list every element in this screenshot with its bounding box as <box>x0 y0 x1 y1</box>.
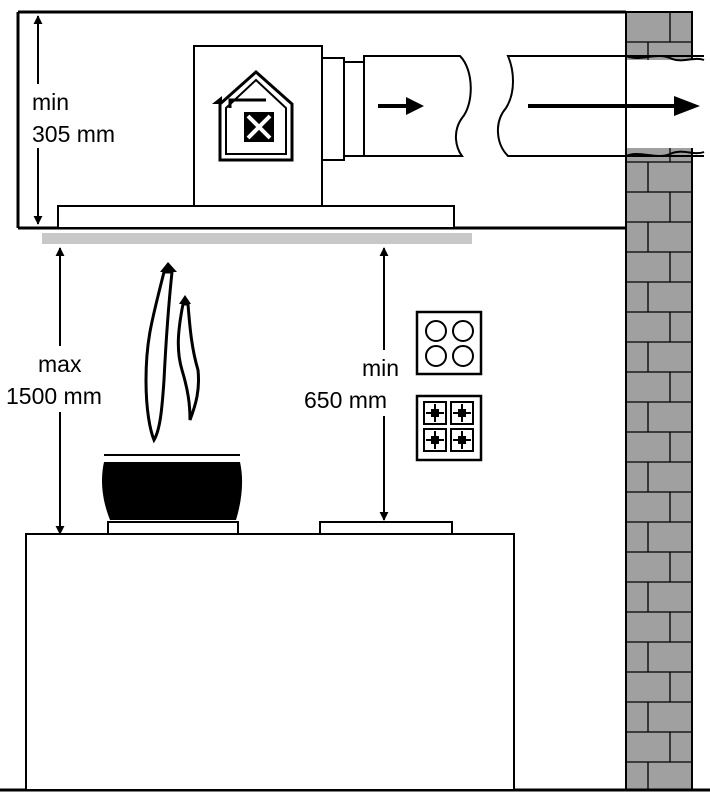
label-max-qualifier: max <box>38 351 82 377</box>
hood-lower-edge <box>42 233 472 244</box>
label-min-qualifier-hob: min <box>362 355 399 381</box>
label-min-qualifier-top: min <box>32 89 69 115</box>
fan-unit <box>57 45 455 229</box>
gas-hob-icon <box>415 394 483 462</box>
cooking-pot-icon <box>102 454 243 520</box>
brick-wall <box>620 11 700 791</box>
label-305mm: 305 mm <box>32 121 115 147</box>
steam-arrows-icon <box>144 262 200 444</box>
dimension-hob-clearance <box>300 247 412 521</box>
dimension-hood-height-max <box>4 247 128 535</box>
label-650mm: 650 mm <box>304 387 387 413</box>
house-with-fan-icon <box>212 69 294 162</box>
label-1500mm: 1500 mm <box>6 383 102 409</box>
left-burner <box>107 521 239 535</box>
right-burner <box>319 521 453 535</box>
kitchen-counter <box>25 533 515 791</box>
ceramic-hob-icon <box>415 310 483 376</box>
dimension-ceiling-clearance <box>28 15 138 225</box>
airflow-arrow-icon <box>378 96 700 116</box>
